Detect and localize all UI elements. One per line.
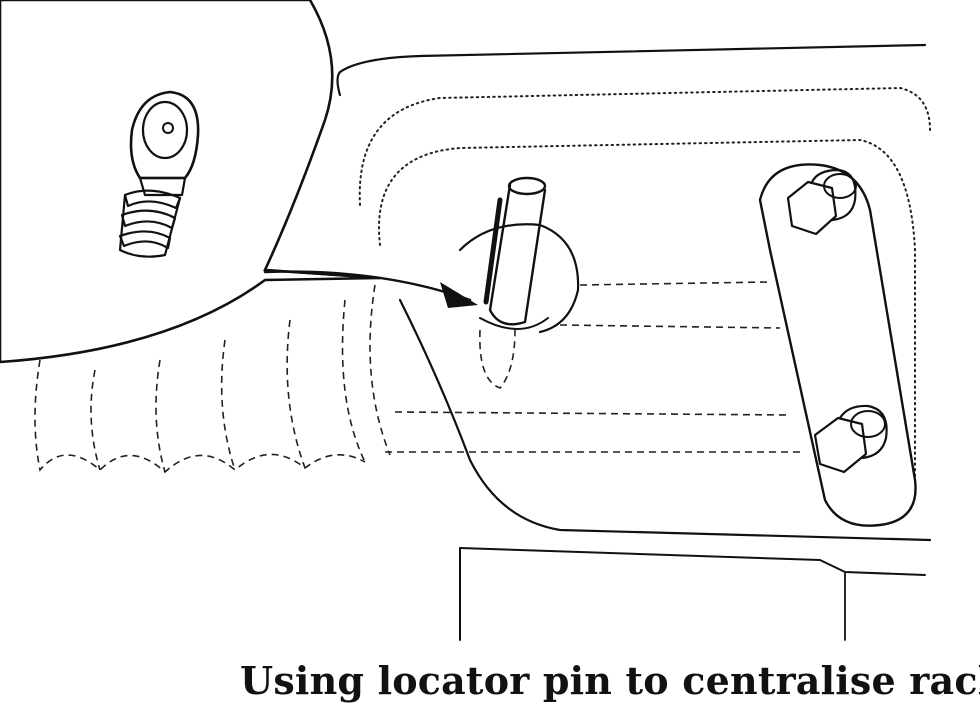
locator-pin-hole	[458, 223, 580, 389]
upper-bolt	[786, 168, 857, 236]
locator-pin	[483, 176, 547, 326]
housing-dotted-contours	[358, 86, 931, 481]
callout-arrow	[263, 270, 478, 308]
mounting-clamp-plate	[758, 163, 917, 527]
internal-rack-hidden-lines	[385, 281, 800, 453]
rack-gaiter-bellows	[34, 284, 391, 474]
figure-caption: Using locator pin to centralise rack	[240, 658, 980, 703]
locator-pin-detail	[118, 90, 200, 258]
lower-bolt	[813, 404, 888, 474]
rack-housing	[336, 43, 932, 641]
inset-callout	[0, 0, 382, 364]
